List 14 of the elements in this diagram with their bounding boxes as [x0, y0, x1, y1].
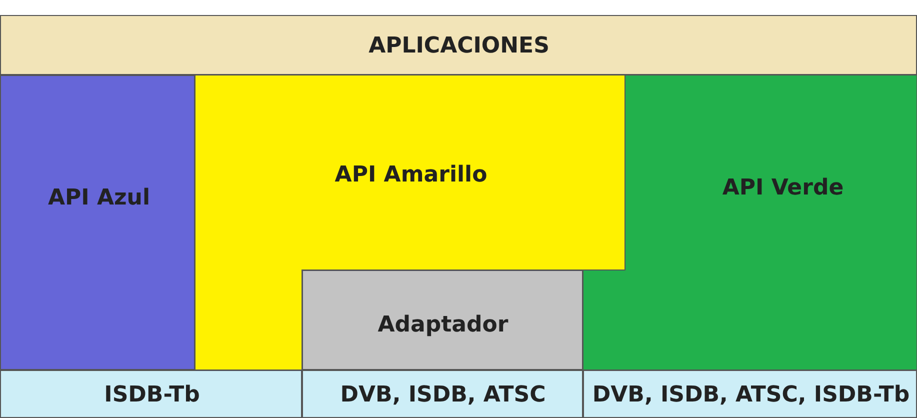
adapter-block — [302, 270, 583, 370]
layer-band — [0, 15, 917, 75]
block-label: ISDB-Tb — [104, 382, 200, 408]
api-block — [0, 75, 195, 370]
block-label: API Verde — [722, 176, 844, 200]
standard-cell — [0, 370, 302, 418]
block-label: API Amarillo — [334, 162, 488, 188]
block-label: DVB, ISDB, ATSC, ISDB-Tb — [592, 382, 910, 408]
standard-cell — [583, 370, 917, 418]
block-label: API Azul — [48, 186, 150, 210]
block-label: Adaptador — [378, 312, 508, 338]
standard-cell — [302, 370, 583, 418]
block-label: DVB, ISDB, ATSC — [340, 382, 546, 408]
block-label: APLICACIONES — [368, 34, 550, 58]
